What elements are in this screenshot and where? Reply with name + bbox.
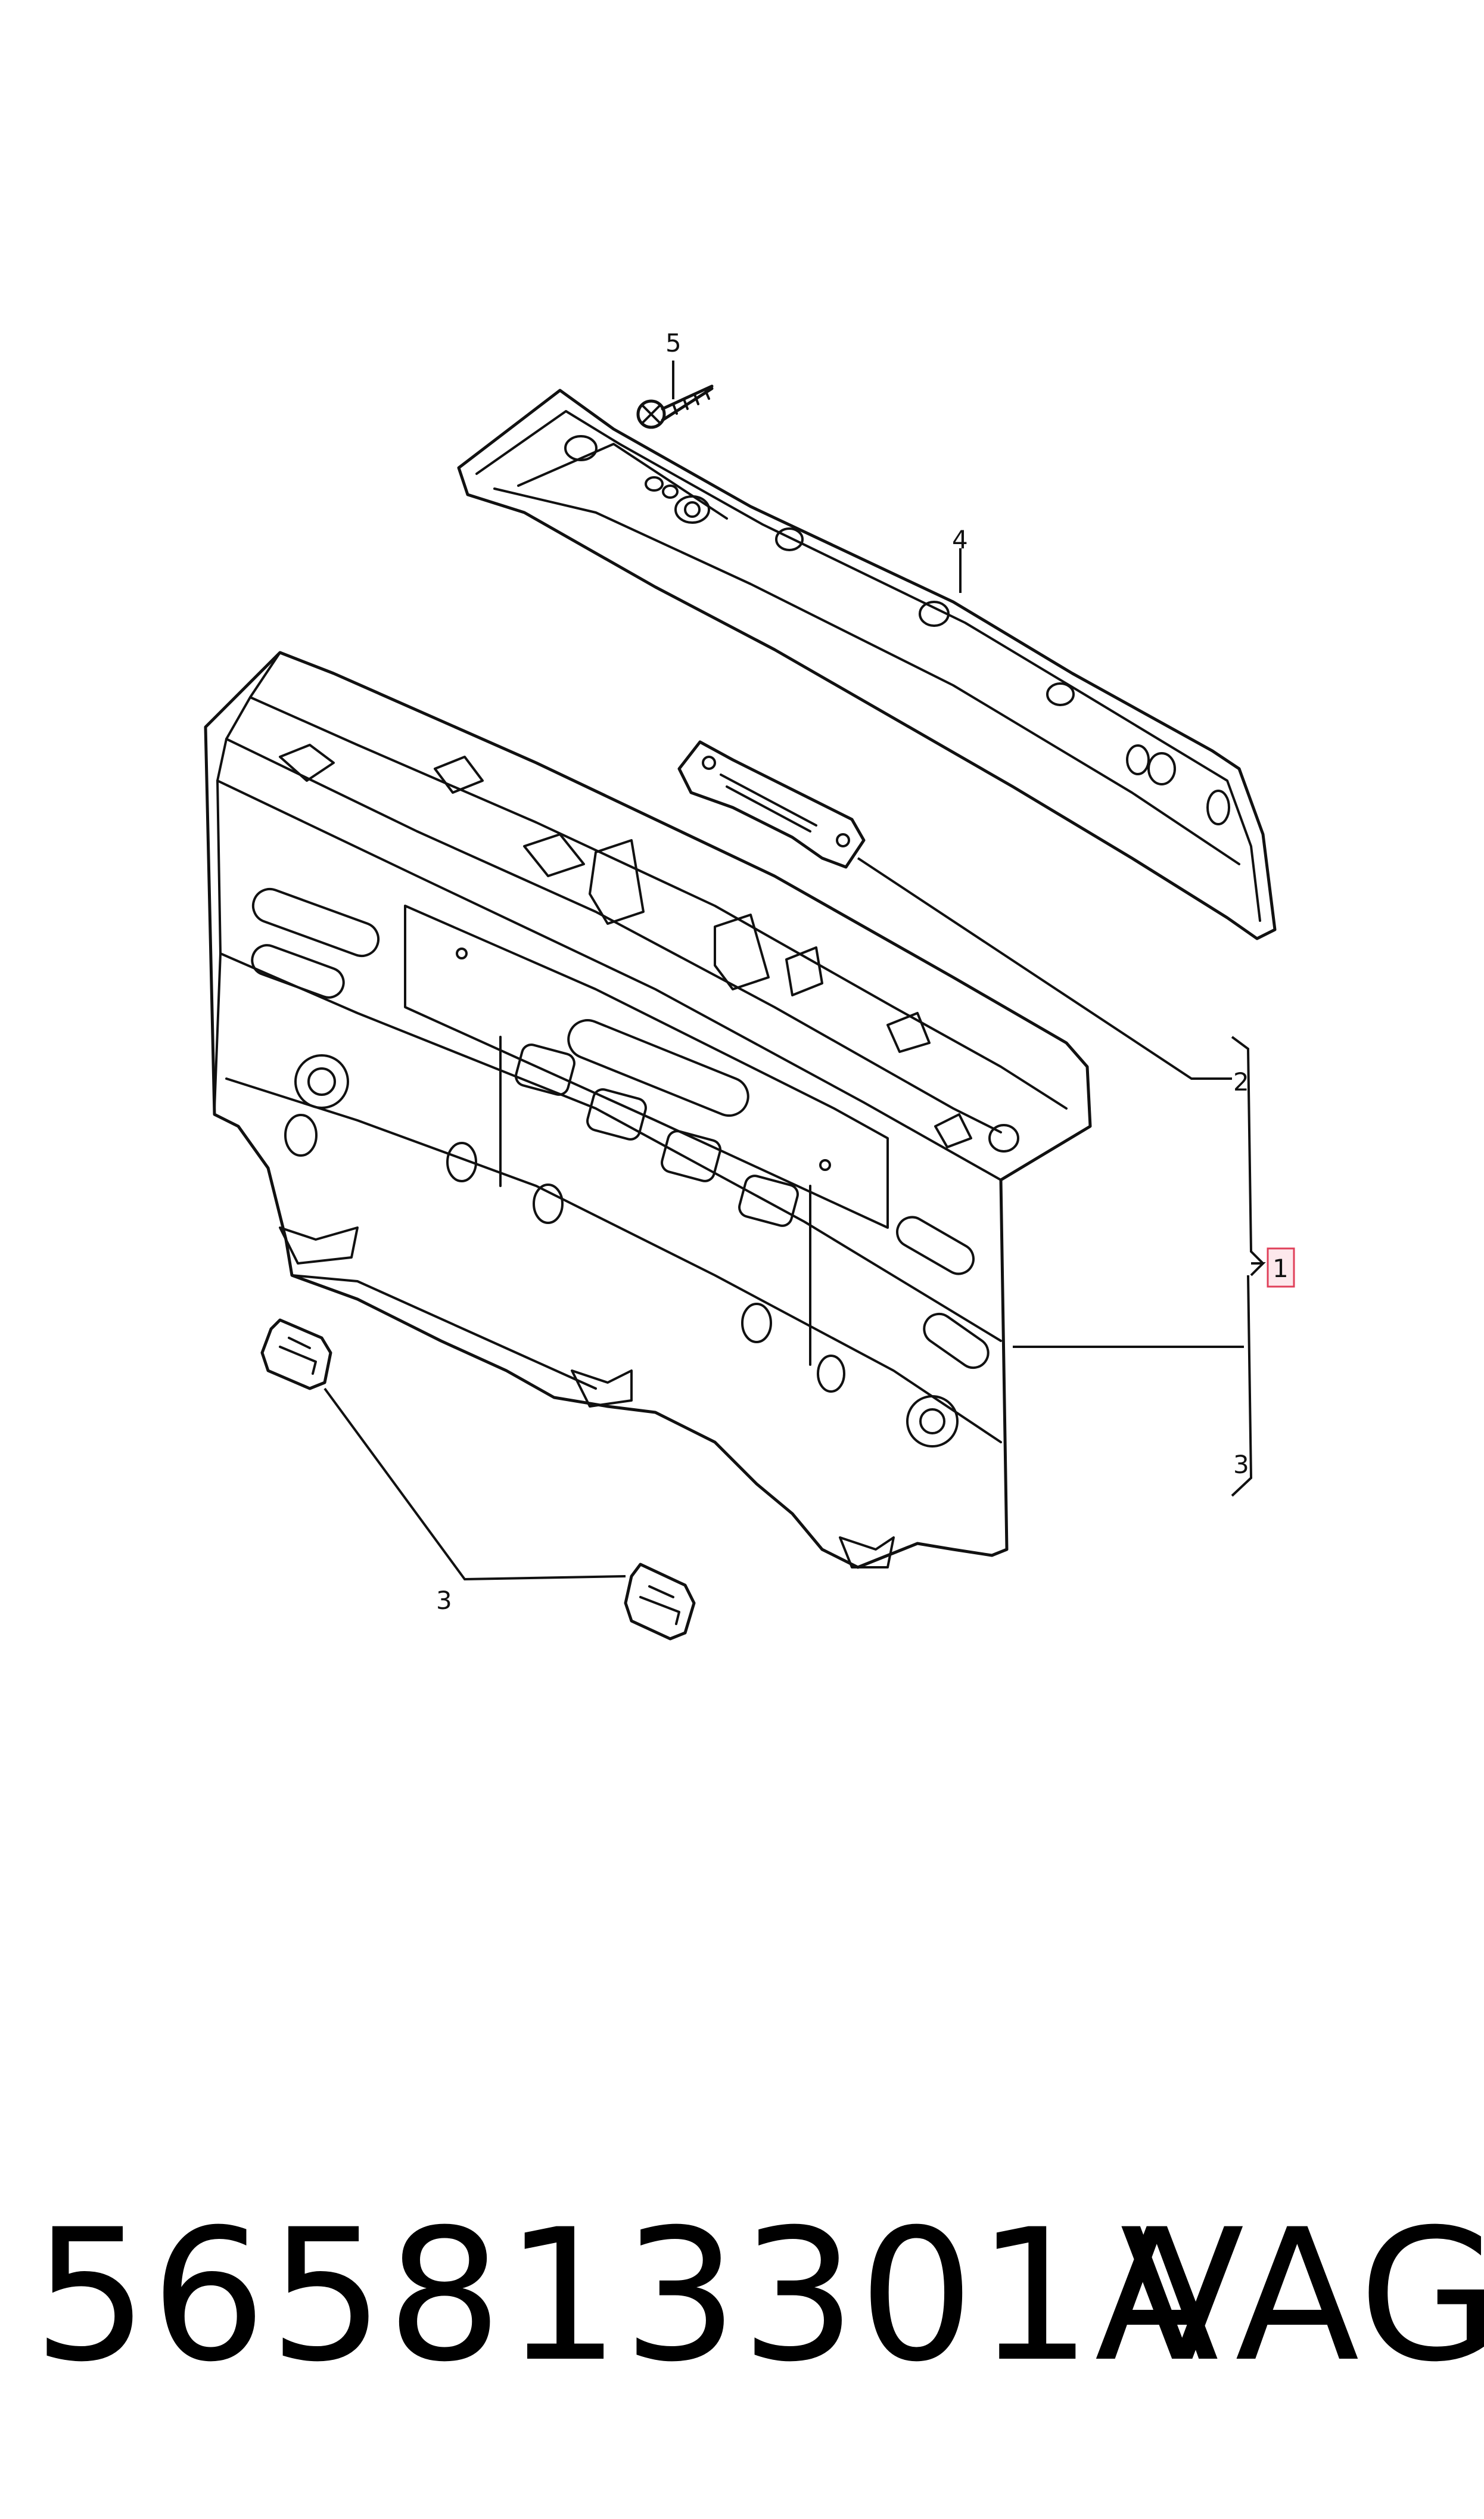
callout-3-clips: 3 [436,1586,452,1615]
callout-2: 2 [1233,1067,1249,1097]
callout-1: 1 [1273,1254,1289,1283]
clip-part-3-b [624,1563,696,1641]
clip-part-3-a [260,1318,332,1390]
brand-label: VAG [1120,2190,1484,2402]
callout-4: 4 [952,525,968,554]
bracket-part-2 [677,740,866,869]
callout-3-bracket: 3 [1233,1450,1249,1479]
rear-panel-part-1 [204,651,1092,1569]
cross-member-part-4 [457,389,1277,940]
callout-1-highlight [1267,1247,1295,1288]
callout-5: 5 [665,328,682,358]
parts-diagram: 5 4 2 1 3 3 [204,328,1295,1641]
screw-part-5 [636,384,714,429]
footer: 565813301A VAG [0,2205,1484,2443]
leader-lines [323,361,1266,1581]
part-number: 565813301A [33,2190,1222,2402]
